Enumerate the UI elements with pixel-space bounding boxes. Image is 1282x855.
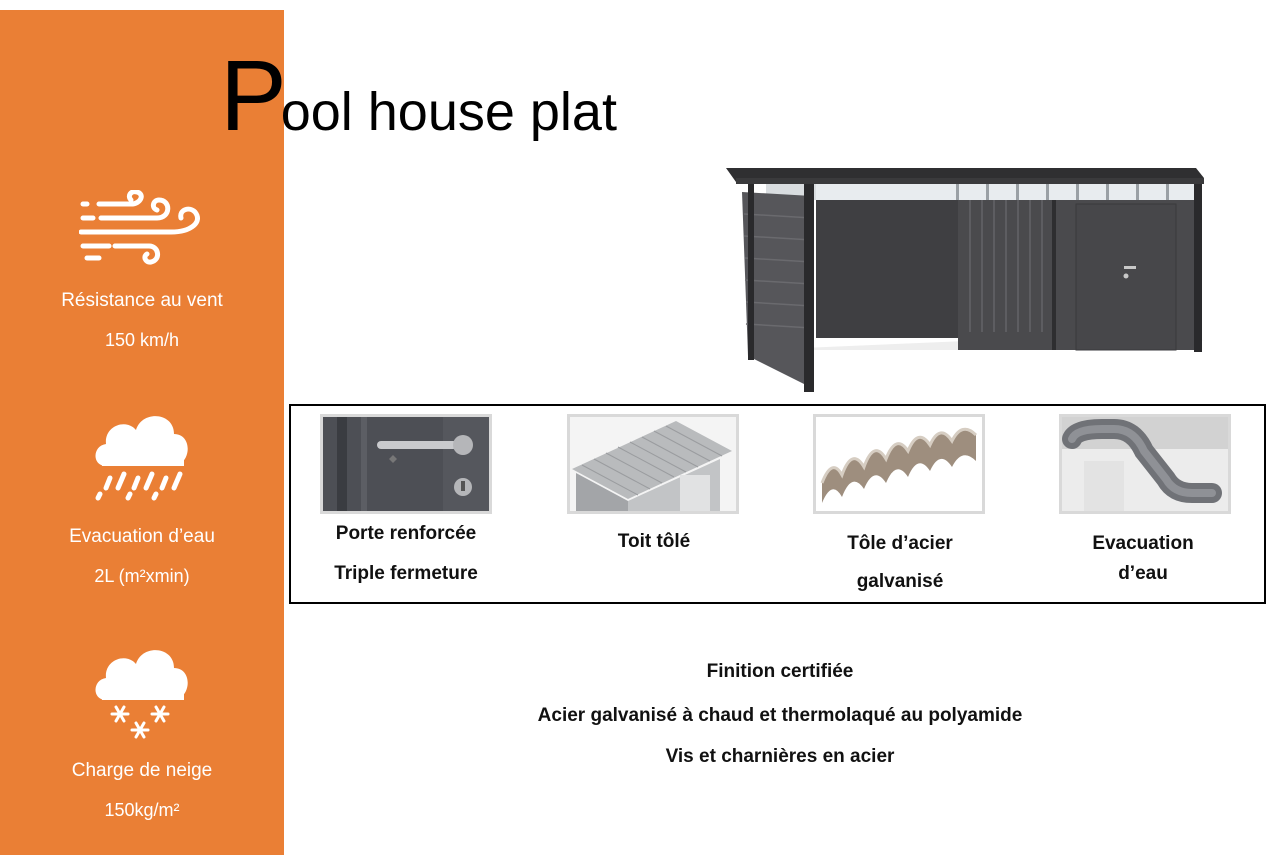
note-galvanized: Acier galvanisé à chaud et thermolaqué a… (537, 705, 1023, 726)
title-initial: P (220, 40, 287, 152)
title-text: ool house plat (280, 82, 617, 142)
corrugated-steel-image (813, 414, 985, 514)
wind-icon (79, 190, 200, 265)
feature-label: Charge de neige (71, 760, 213, 781)
metal-roof-image (567, 414, 739, 514)
feature-caption-line2: d’eau (1118, 563, 1168, 584)
note-screws: Vis et charnières en acier (665, 746, 895, 767)
page-title: Pool house plat (220, 46, 617, 146)
feature-value: 150 km/h (104, 330, 180, 350)
feature-caption-line1: Toit tôlé (617, 531, 691, 552)
feature-value: 2L (m²xmin) (94, 566, 190, 586)
door-handle-lock-image (320, 414, 492, 514)
feature-label: Résistance au vent (61, 290, 223, 311)
feature-caption-line2: Triple fermeture (334, 563, 478, 584)
snow-cloud-icon (95, 650, 188, 739)
feature-caption-line1: Evacuation (1092, 533, 1194, 554)
feature-value: 150kg/m² (104, 800, 180, 820)
downpipe-image (1059, 414, 1231, 514)
pool-house-image (726, 168, 1206, 392)
features-strip: Porte renforcée Triple fermeture Toit tô… (289, 404, 1266, 604)
feature-caption-line1: Porte renforcée (335, 523, 477, 544)
feature-label: Evacuation d’eau (69, 526, 215, 547)
feature-caption-line2: galvanisé (856, 571, 944, 592)
note-finish: Finition certifiée (706, 661, 854, 682)
feature-caption-line1: Tôle d’acier (847, 533, 953, 554)
features-sidebar: Résistance au vent 150 km/h Evacuation d… (0, 10, 284, 855)
rain-cloud-icon (95, 416, 188, 501)
